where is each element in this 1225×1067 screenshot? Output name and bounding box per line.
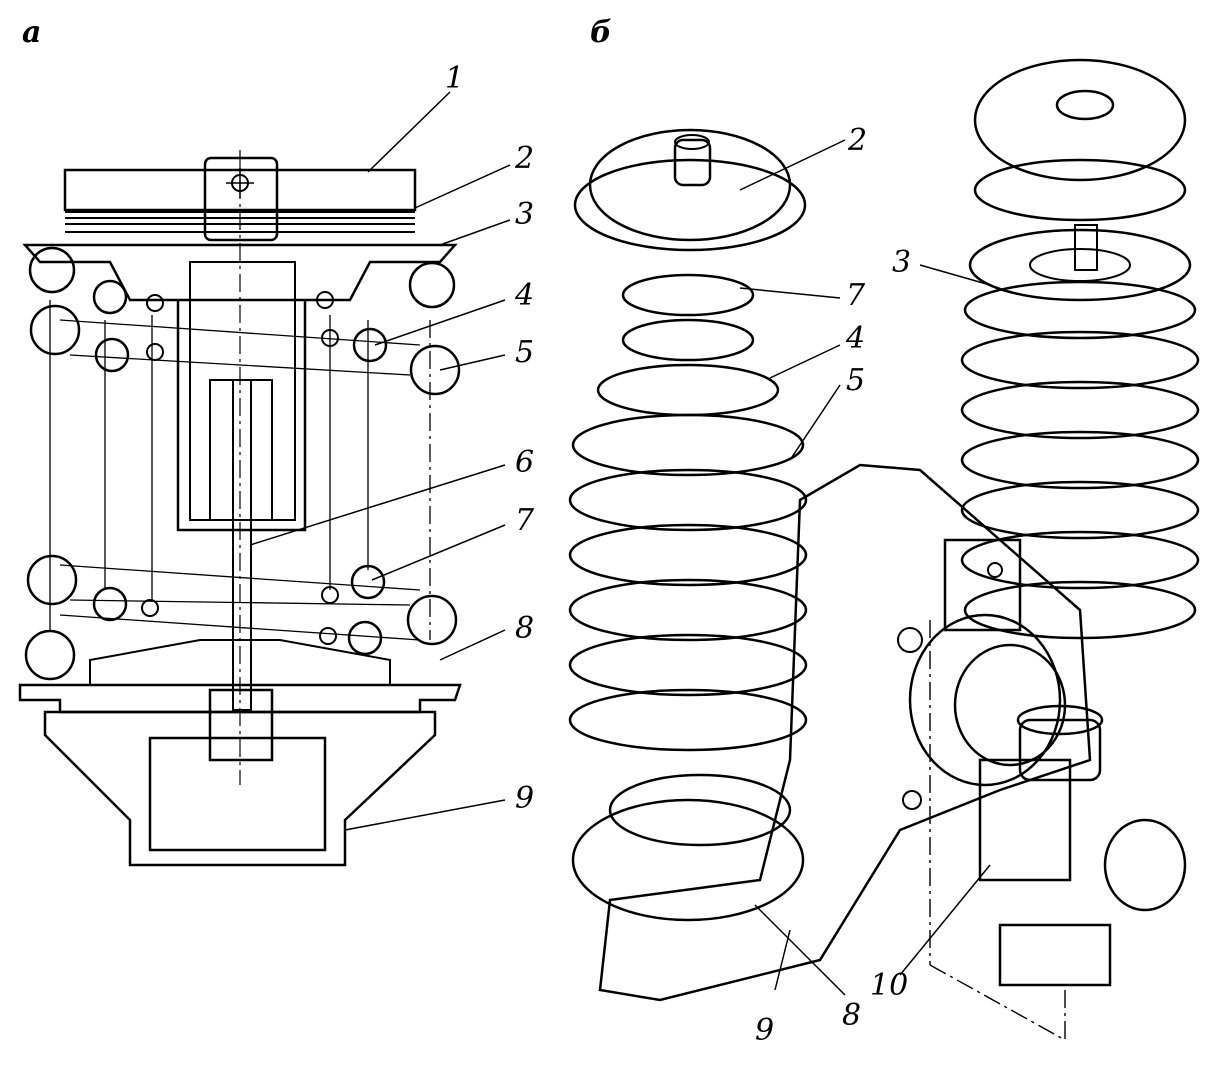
panel-b-letter: б bbox=[590, 15, 612, 50]
callout-a-9: 9 bbox=[515, 781, 534, 816]
assembly-view bbox=[568, 58, 1200, 1041]
right-spring-stack bbox=[960, 58, 1200, 640]
bracket-frame bbox=[598, 463, 1092, 1002]
rod bbox=[232, 379, 252, 711]
inner-spring-sections bbox=[141, 291, 339, 645]
callout-a-7: 7 bbox=[515, 503, 535, 538]
callout-a-5: 5 bbox=[515, 335, 534, 370]
callout-a-1: 1 bbox=[445, 61, 464, 96]
callout-b-9: 9 bbox=[755, 1013, 774, 1048]
callout-a-4: 4 bbox=[514, 278, 534, 313]
panel-a-callouts: 1 2 3 4 5 6 7 8 9 bbox=[445, 61, 535, 816]
middle-spring-sections bbox=[92, 279, 388, 656]
callout-b-3: 3 bbox=[892, 245, 911, 280]
panel-b-leaders bbox=[739, 139, 991, 996]
callout-a-2: 2 bbox=[514, 141, 534, 176]
section-view bbox=[18, 150, 462, 867]
center-pin-head bbox=[203, 156, 279, 242]
outer-spring-sections bbox=[24, 246, 461, 681]
callout-b-7: 7 bbox=[846, 278, 866, 313]
upper-support bbox=[22, 243, 458, 302]
callout-b-5: 5 bbox=[846, 363, 865, 398]
base-bracket bbox=[43, 710, 437, 867]
callout-b-8: 8 bbox=[842, 998, 861, 1033]
panel-a-letter: а bbox=[22, 15, 41, 50]
construction-lines bbox=[929, 620, 1066, 1041]
left-spring-stack bbox=[568, 128, 808, 922]
callout-b-2: 2 bbox=[847, 123, 867, 158]
guide-sleeve bbox=[176, 300, 307, 532]
callout-b-4: 4 bbox=[845, 321, 865, 356]
panel-a-leaders bbox=[249, 91, 511, 831]
spring-outline-lines bbox=[49, 300, 431, 641]
callout-a-8: 8 bbox=[515, 611, 534, 646]
panel-b-callouts: 2 7 4 5 3 10 9 8 bbox=[755, 123, 911, 1048]
callout-a-6: 6 bbox=[515, 445, 534, 480]
callout-a-3: 3 bbox=[515, 197, 534, 232]
callout-b-10: 10 bbox=[870, 968, 908, 1003]
damper-device bbox=[897, 538, 1187, 987]
